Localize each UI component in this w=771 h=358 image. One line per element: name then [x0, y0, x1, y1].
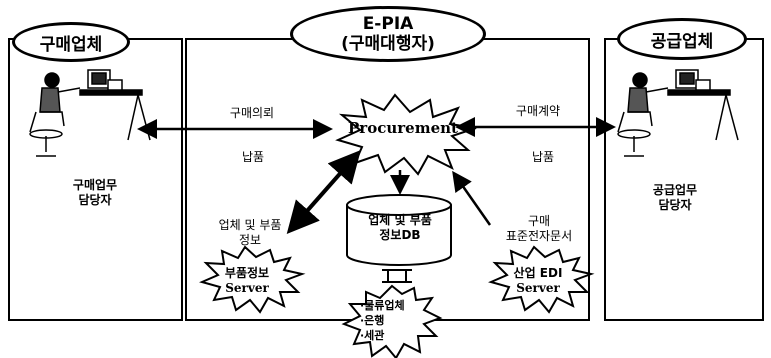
buy-contract-label: 구매계약 — [515, 104, 561, 118]
external-partners-star — [341, 284, 443, 358]
supplier-person-caption: 공급업무 담당자 — [652, 183, 698, 212]
supplier-title-oval: 공급업체 — [617, 18, 747, 60]
edi-server-star — [488, 245, 595, 314]
external-partners-label: ·물류업체 ·은행 ·세관 — [360, 298, 432, 343]
supplier-person-illustration — [617, 69, 739, 157]
db-label: 업체 및 부품 정보DB — [368, 213, 432, 242]
buy-request-label: 구매의뢰 — [229, 106, 275, 120]
external-item-bank: ·은행 — [360, 314, 385, 327]
db-cylinder — [346, 194, 452, 266]
arrow-procurement-parts — [286, 150, 361, 234]
purchase-edi-label: 구매 표준전자문서 — [505, 214, 573, 243]
db-external-connector — [382, 269, 412, 283]
buyer-person-caption: 구매업무 담당자 — [72, 178, 118, 207]
arrow-edi-procurement — [452, 170, 492, 226]
buyer-title-oval: 구매업체 — [12, 22, 130, 62]
external-item-logistics: ·물류업체 — [360, 299, 405, 312]
edi-server-label: 산업 EDI Server — [513, 266, 563, 295]
supplier-title: 공급업체 — [650, 31, 714, 52]
delivery-right-label: 납품 — [531, 150, 555, 164]
epia-title-oval: E-PIA (구매대행자) — [290, 6, 486, 62]
epia-title-line2: (구매대행자) — [341, 34, 435, 54]
buyer-title: 구매업체 — [39, 34, 103, 55]
parts-server-star — [199, 245, 306, 314]
epia-title-line1: E-PIA — [362, 14, 414, 34]
buyer-person-illustration — [29, 69, 151, 157]
procurement-label: Procurement — [348, 119, 458, 137]
company-parts-info-label: 업체 및 부품 정보 — [218, 218, 282, 247]
external-item-customs: ·세관 — [360, 329, 385, 342]
parts-server-label: 부품정보 Server — [224, 266, 270, 295]
procurement-star — [335, 93, 477, 176]
delivery-left-label: 납품 — [241, 150, 265, 164]
